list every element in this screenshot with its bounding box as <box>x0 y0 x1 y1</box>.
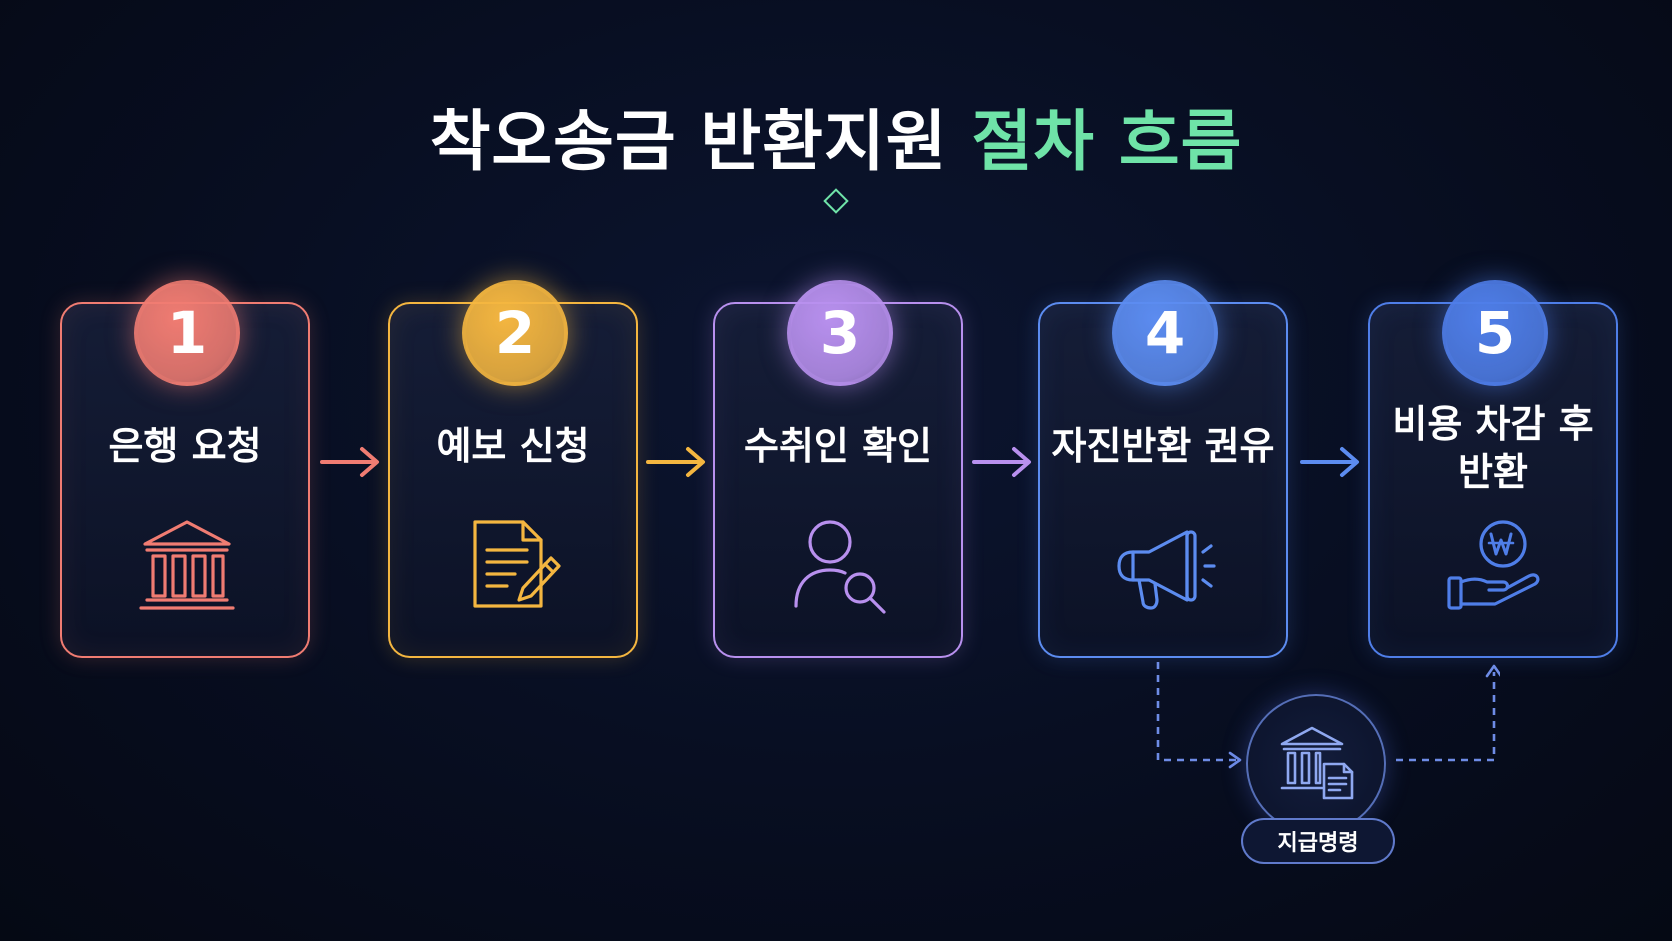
branch-connector <box>1156 662 1500 769</box>
payment-order-node <box>1246 694 1386 834</box>
step-label: 예보 신청 <box>436 424 590 468</box>
step-card-4: 4 자진반환 권유 <box>1038 280 1288 658</box>
document-pen-icon <box>473 520 561 608</box>
step-number-badge: 4 <box>1112 280 1218 386</box>
title-accent: 절차 흐름 <box>971 103 1243 180</box>
hand-won-coin-icon <box>1447 520 1540 610</box>
step-card-3: 3 수취인 확인 <box>713 280 963 658</box>
megaphone-icon <box>1117 530 1216 610</box>
court-document-icon <box>1280 726 1354 800</box>
step-number-badge: 1 <box>134 280 240 386</box>
step-card-1: 1 은행 요청 <box>60 280 310 658</box>
page-title: 착오송금 반환지원 절차 흐름 <box>0 88 1672 184</box>
step-label: 은행 요청 <box>108 424 262 468</box>
arrow-right-icon <box>320 447 379 477</box>
person-search-icon <box>794 520 886 614</box>
step-number-badge: 5 <box>1442 280 1548 386</box>
step-card-2: 2 예보 신청 <box>388 280 638 658</box>
arrow-right-icon <box>1300 447 1359 477</box>
step-number-badge: 2 <box>462 280 568 386</box>
step-card-5: 5 비용 차감 후 반환 <box>1368 280 1618 658</box>
step-number-badge: 3 <box>787 280 893 386</box>
title-main: 착오송금 반환지원 <box>429 103 948 180</box>
payment-order-label: 지급명령 <box>1241 818 1395 864</box>
step-label: 수취인 확인 <box>743 424 933 468</box>
step-label: 자진반환 권유 <box>1051 424 1275 468</box>
step-label: 비용 차감 후 반환 <box>1392 402 1594 494</box>
bank-icon <box>139 520 235 610</box>
arrow-right-icon <box>972 447 1031 477</box>
title-divider <box>676 188 996 214</box>
arrow-right-icon <box>646 447 705 477</box>
